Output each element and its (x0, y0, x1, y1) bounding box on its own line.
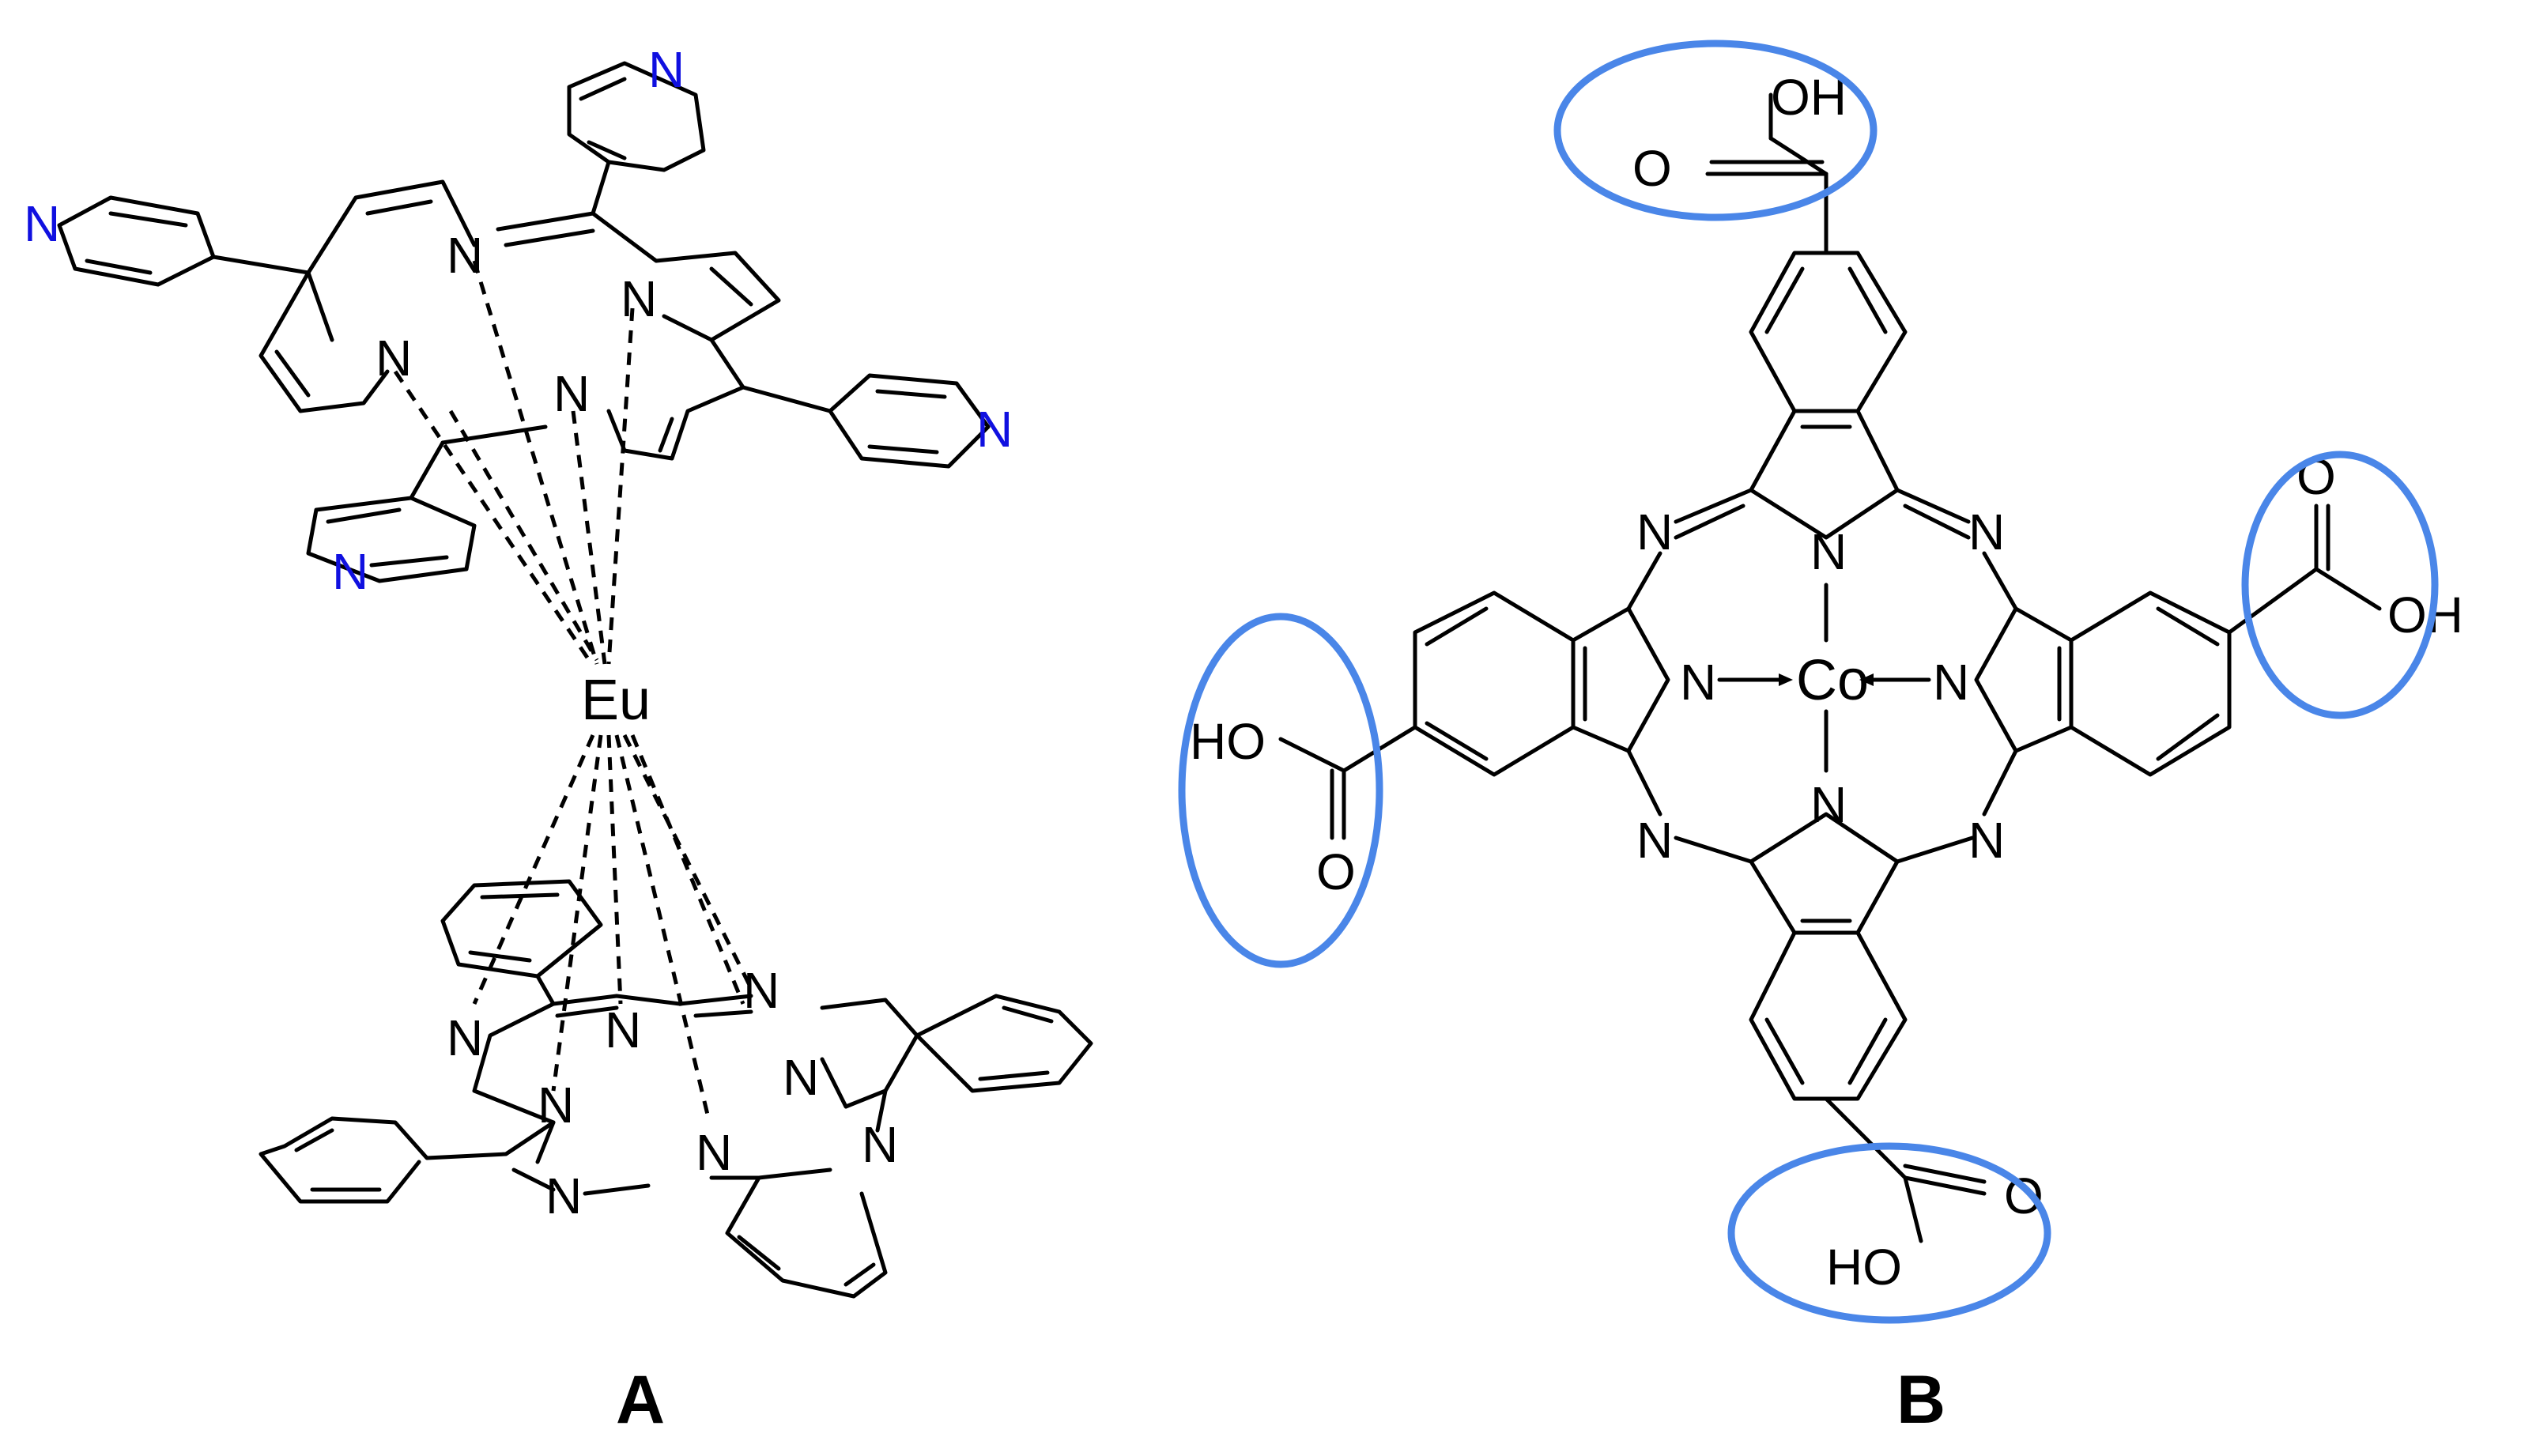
porphyrin-n-labels: N N N N (376, 227, 657, 422)
atom-n: N (1933, 654, 1969, 711)
highlight-ellipse-top (1553, 40, 1878, 221)
atom-n-pyridyl: N (976, 401, 1013, 458)
atom-n: N (862, 1116, 898, 1173)
carboxyl-top: OH O (1632, 69, 1847, 197)
carboxyl-left: HO O (1190, 713, 1356, 900)
atom-n: N (447, 1009, 483, 1066)
bridge-n-labels: N N N N (1636, 504, 2005, 869)
atom-n: N (1810, 523, 1847, 580)
pyridyl-ring-bottom (306, 496, 477, 583)
cobalt-phthalocyanine (1342, 172, 2319, 1180)
europium-label: Eu (581, 669, 651, 732)
atom-n: N (1680, 654, 1716, 711)
atom-n-pyridyl: N (648, 41, 685, 98)
highlight-ellipse-right (2241, 451, 2439, 719)
carboxyl-right: O OH (2296, 448, 2463, 643)
coordination-bonds-a (393, 260, 753, 1115)
atom-n: N (447, 227, 483, 284)
panel-a: N N N N N N N N Eu N N N N N N N N A (24, 41, 1093, 1438)
atom-n: N (1810, 776, 1847, 833)
atom-n: N (376, 330, 412, 387)
atom-n: N (783, 1049, 819, 1106)
atom-n: N (1636, 812, 1673, 869)
carboxyl-bottom: HO O (1826, 1164, 2044, 1296)
panel-b: OH O O OH HO O HO O (1178, 40, 2463, 1438)
atom-n: N (1968, 812, 2005, 869)
atom-n: N (743, 962, 779, 1019)
atom-n: N (553, 365, 590, 422)
cobalt-label: Co (1796, 649, 1869, 712)
phthalocyanine-ring (259, 879, 1093, 1299)
atom-n: N (545, 1167, 582, 1224)
pyridyl-ring-right (828, 373, 991, 469)
pyridyl-ring-top (567, 61, 706, 172)
atom-oh: HO (1826, 1239, 1902, 1296)
atom-n: N (1636, 504, 1673, 560)
pyridyl-ring-left (57, 195, 216, 287)
panel-label-b: B (1896, 1362, 1945, 1438)
atom-n-pyridyl: N (332, 543, 368, 600)
atom-n-pyridyl: N (24, 195, 60, 252)
atom-o: O (1632, 140, 1672, 197)
atom-n: N (538, 1077, 574, 1133)
highlight-ellipse-bottom (1727, 1142, 2051, 1324)
atom-o: O (1316, 843, 1356, 900)
panel-label-a: A (616, 1362, 665, 1438)
atom-n: N (605, 1001, 641, 1058)
phthalocyanine-n-labels: N N N N N N N N (447, 962, 898, 1224)
atom-oh: HO (1190, 713, 1266, 770)
atom-n: N (696, 1124, 732, 1181)
carboxyl-highlights (1178, 40, 2439, 1324)
atom-n: N (621, 270, 657, 327)
inner-n-labels: N N N N (1680, 523, 1969, 833)
porphyrin-ring (211, 160, 832, 500)
pyridyl-n-labels: N N N N (24, 41, 1013, 600)
atom-n: N (1968, 504, 2005, 560)
highlight-ellipse-left (1178, 613, 1383, 968)
atom-oh: OH (1771, 69, 1847, 126)
